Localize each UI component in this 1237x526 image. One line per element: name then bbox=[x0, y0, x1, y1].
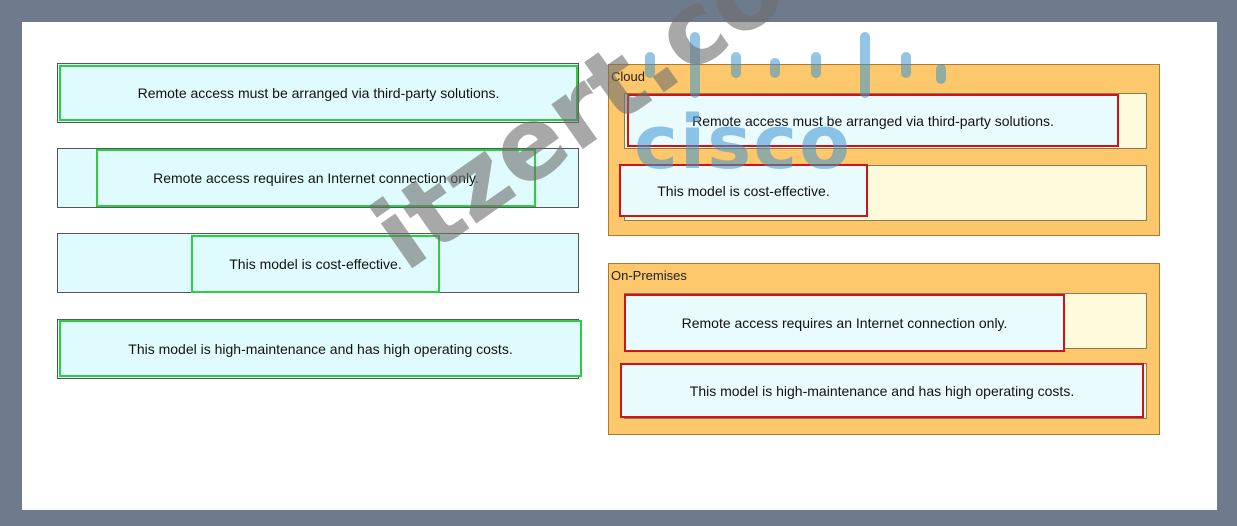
source-item-2-label: Remote access requires an Internet conne… bbox=[153, 170, 479, 186]
target-cloud[interactable]: Cloud Remote access must be arranged via… bbox=[608, 64, 1160, 236]
target-cloud-label: Cloud bbox=[611, 69, 645, 84]
drag-drop-panel: Remote access must be arranged via third… bbox=[22, 0, 1217, 510]
on-premises-item-1[interactable]: Remote access requires an Internet conne… bbox=[624, 294, 1065, 352]
source-item-4-label: This model is high-maintenance and has h… bbox=[128, 340, 513, 357]
on-premises-item-2[interactable]: This model is high-maintenance and has h… bbox=[620, 363, 1144, 418]
cloud-item-1-label: Remote access must be arranged via third… bbox=[692, 112, 1054, 129]
on-premises-item-2-label: This model is high-maintenance and has h… bbox=[689, 382, 1075, 399]
cloud-item-2-label: This model is cost-effective. bbox=[657, 182, 830, 199]
source-item-2[interactable]: Remote access requires an Internet conne… bbox=[96, 149, 536, 207]
target-on-premises-label: On-Premises bbox=[611, 268, 687, 283]
target-on-premises[interactable]: On-Premises Remote access requires an In… bbox=[608, 263, 1160, 435]
source-item-3-label: This model is cost-effective. bbox=[229, 256, 402, 272]
source-item-1-label: Remote access must be arranged via third… bbox=[137, 85, 500, 101]
cloud-item-2[interactable]: This model is cost-effective. bbox=[619, 164, 868, 217]
source-item-1[interactable]: Remote access must be arranged via third… bbox=[59, 65, 578, 121]
source-item-3[interactable]: This model is cost-effective. bbox=[191, 235, 440, 293]
cloud-item-1[interactable]: Remote access must be arranged via third… bbox=[627, 94, 1119, 147]
source-item-4[interactable]: This model is high-maintenance and has h… bbox=[59, 320, 582, 377]
on-premises-item-1-label: Remote access requires an Internet conne… bbox=[681, 315, 1008, 331]
